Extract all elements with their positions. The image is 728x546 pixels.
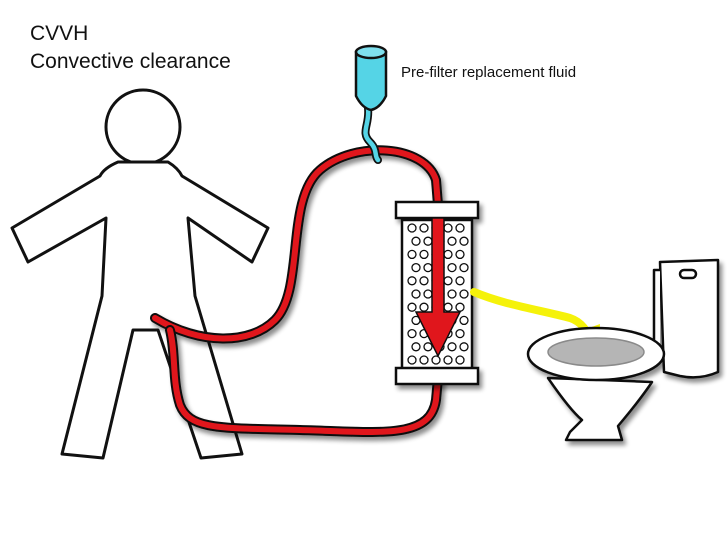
filter-pore bbox=[455, 223, 465, 233]
blood-circuit bbox=[150, 145, 443, 437]
filter-pore bbox=[443, 355, 453, 365]
filter-cap-bottom bbox=[394, 366, 480, 386]
filter-pore bbox=[407, 249, 417, 260]
filter-pore bbox=[423, 236, 433, 246]
replacement-fluid-label: Pre-filter replacement fluid bbox=[401, 64, 577, 81]
filter-pore bbox=[419, 276, 429, 286]
toilet-icon bbox=[526, 258, 720, 442]
filter-pore bbox=[447, 236, 457, 246]
filter-pore bbox=[419, 355, 429, 365]
filter-cap-top bbox=[394, 200, 480, 220]
filter-pore bbox=[411, 342, 421, 352]
filter-pore bbox=[459, 289, 469, 299]
filter-pore bbox=[443, 302, 453, 312]
person-head bbox=[104, 88, 182, 166]
filter-pore bbox=[459, 262, 469, 273]
filter-pore bbox=[423, 342, 433, 352]
filter-pore bbox=[407, 223, 417, 233]
filter-pore bbox=[443, 276, 453, 286]
filter-pore bbox=[419, 302, 429, 312]
filter-pore bbox=[423, 289, 433, 299]
blood-flow-arrow bbox=[414, 217, 462, 358]
person-body bbox=[10, 160, 270, 460]
filter-pore bbox=[455, 249, 465, 260]
diagram-subtitle: Convective clearance bbox=[30, 50, 231, 73]
filter-pore bbox=[407, 355, 417, 365]
filter-pore bbox=[407, 328, 417, 339]
filter-pore bbox=[447, 289, 457, 299]
filter-pore bbox=[431, 355, 441, 365]
filter-pore bbox=[455, 328, 465, 339]
toilet-handle bbox=[678, 268, 698, 280]
person-outline-icon bbox=[10, 88, 270, 460]
filter-pore bbox=[411, 236, 421, 246]
fluid-bag bbox=[354, 50, 388, 112]
fluid-bag-icon bbox=[354, 44, 388, 164]
hemofilter-icon bbox=[394, 200, 480, 386]
filter-pore bbox=[419, 249, 429, 260]
filter-pore bbox=[455, 355, 465, 365]
filter-pore bbox=[447, 342, 457, 352]
toilet-tank bbox=[658, 258, 720, 379]
filter-pore bbox=[407, 276, 417, 286]
toilet-base bbox=[546, 376, 654, 442]
filter-pore bbox=[443, 223, 453, 233]
toilet-bowl-water bbox=[547, 337, 645, 367]
filter-pore bbox=[455, 276, 465, 286]
filter-pore bbox=[455, 302, 465, 312]
filter-pore bbox=[419, 223, 429, 233]
filter-pore bbox=[459, 342, 469, 352]
filter-pore bbox=[443, 249, 453, 260]
filter-pore bbox=[411, 262, 421, 273]
filter-pore bbox=[407, 302, 417, 312]
filter-pore bbox=[459, 236, 469, 246]
filter-pore bbox=[459, 315, 469, 326]
filter-pore bbox=[423, 262, 433, 273]
filter-pore bbox=[447, 262, 457, 273]
filter-pore bbox=[411, 289, 421, 299]
diagram-title: CVVH bbox=[30, 22, 89, 45]
